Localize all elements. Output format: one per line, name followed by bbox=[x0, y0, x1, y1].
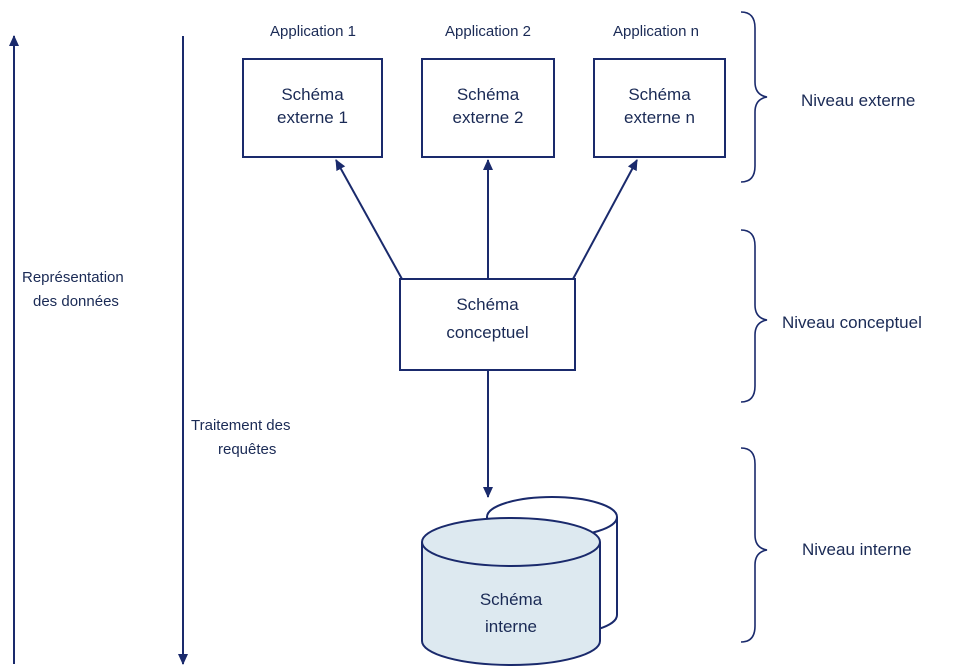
level-external-label: Niveau externe bbox=[801, 91, 915, 110]
application-2-label: Application 2 bbox=[445, 23, 531, 40]
conceptual-schema-line2: conceptuel bbox=[446, 323, 528, 342]
brace-internal bbox=[740, 447, 768, 643]
brace-external bbox=[740, 11, 768, 183]
processing-label-line1: Traitement des bbox=[191, 417, 291, 434]
external-schema-1-box: Schéma externe 1 bbox=[242, 58, 383, 158]
level-internal-label: Niveau interne bbox=[802, 540, 912, 559]
external-schema-1-line2: externe 1 bbox=[277, 108, 348, 127]
internal-schema-cylinder-front: Schéma interne bbox=[421, 517, 601, 666]
external-schema-n-box: Schéma externe n bbox=[593, 58, 726, 158]
external-schema-n-line2: externe n bbox=[624, 108, 695, 127]
conceptual-schema-line1: Schéma bbox=[456, 295, 519, 314]
application-n-label: Application n bbox=[613, 23, 699, 40]
application-1-label: Application 1 bbox=[270, 23, 356, 40]
internal-schema-line2: interne bbox=[485, 617, 537, 636]
representation-label-line2: des données bbox=[33, 293, 119, 310]
external-schema-2-line1: Schéma bbox=[457, 85, 520, 104]
processing-label-line2: requêtes bbox=[218, 441, 276, 458]
external-schema-1-line1: Schéma bbox=[281, 85, 344, 104]
conceptual-schema-box: Schéma conceptuel bbox=[399, 278, 576, 371]
arrow-conceptual-to-external-1 bbox=[335, 159, 403, 280]
internal-schema-line1: Schéma bbox=[480, 590, 543, 609]
brace-conceptual bbox=[740, 229, 768, 403]
external-schema-2-box: Schéma externe 2 bbox=[421, 58, 555, 158]
external-schema-n-line1: Schéma bbox=[628, 85, 691, 104]
arrow-conceptual-to-external-n bbox=[572, 159, 638, 280]
external-schema-2-line2: externe 2 bbox=[453, 108, 524, 127]
representation-label-line1: Représentation bbox=[22, 269, 124, 286]
level-conceptual-label: Niveau conceptuel bbox=[782, 313, 922, 332]
